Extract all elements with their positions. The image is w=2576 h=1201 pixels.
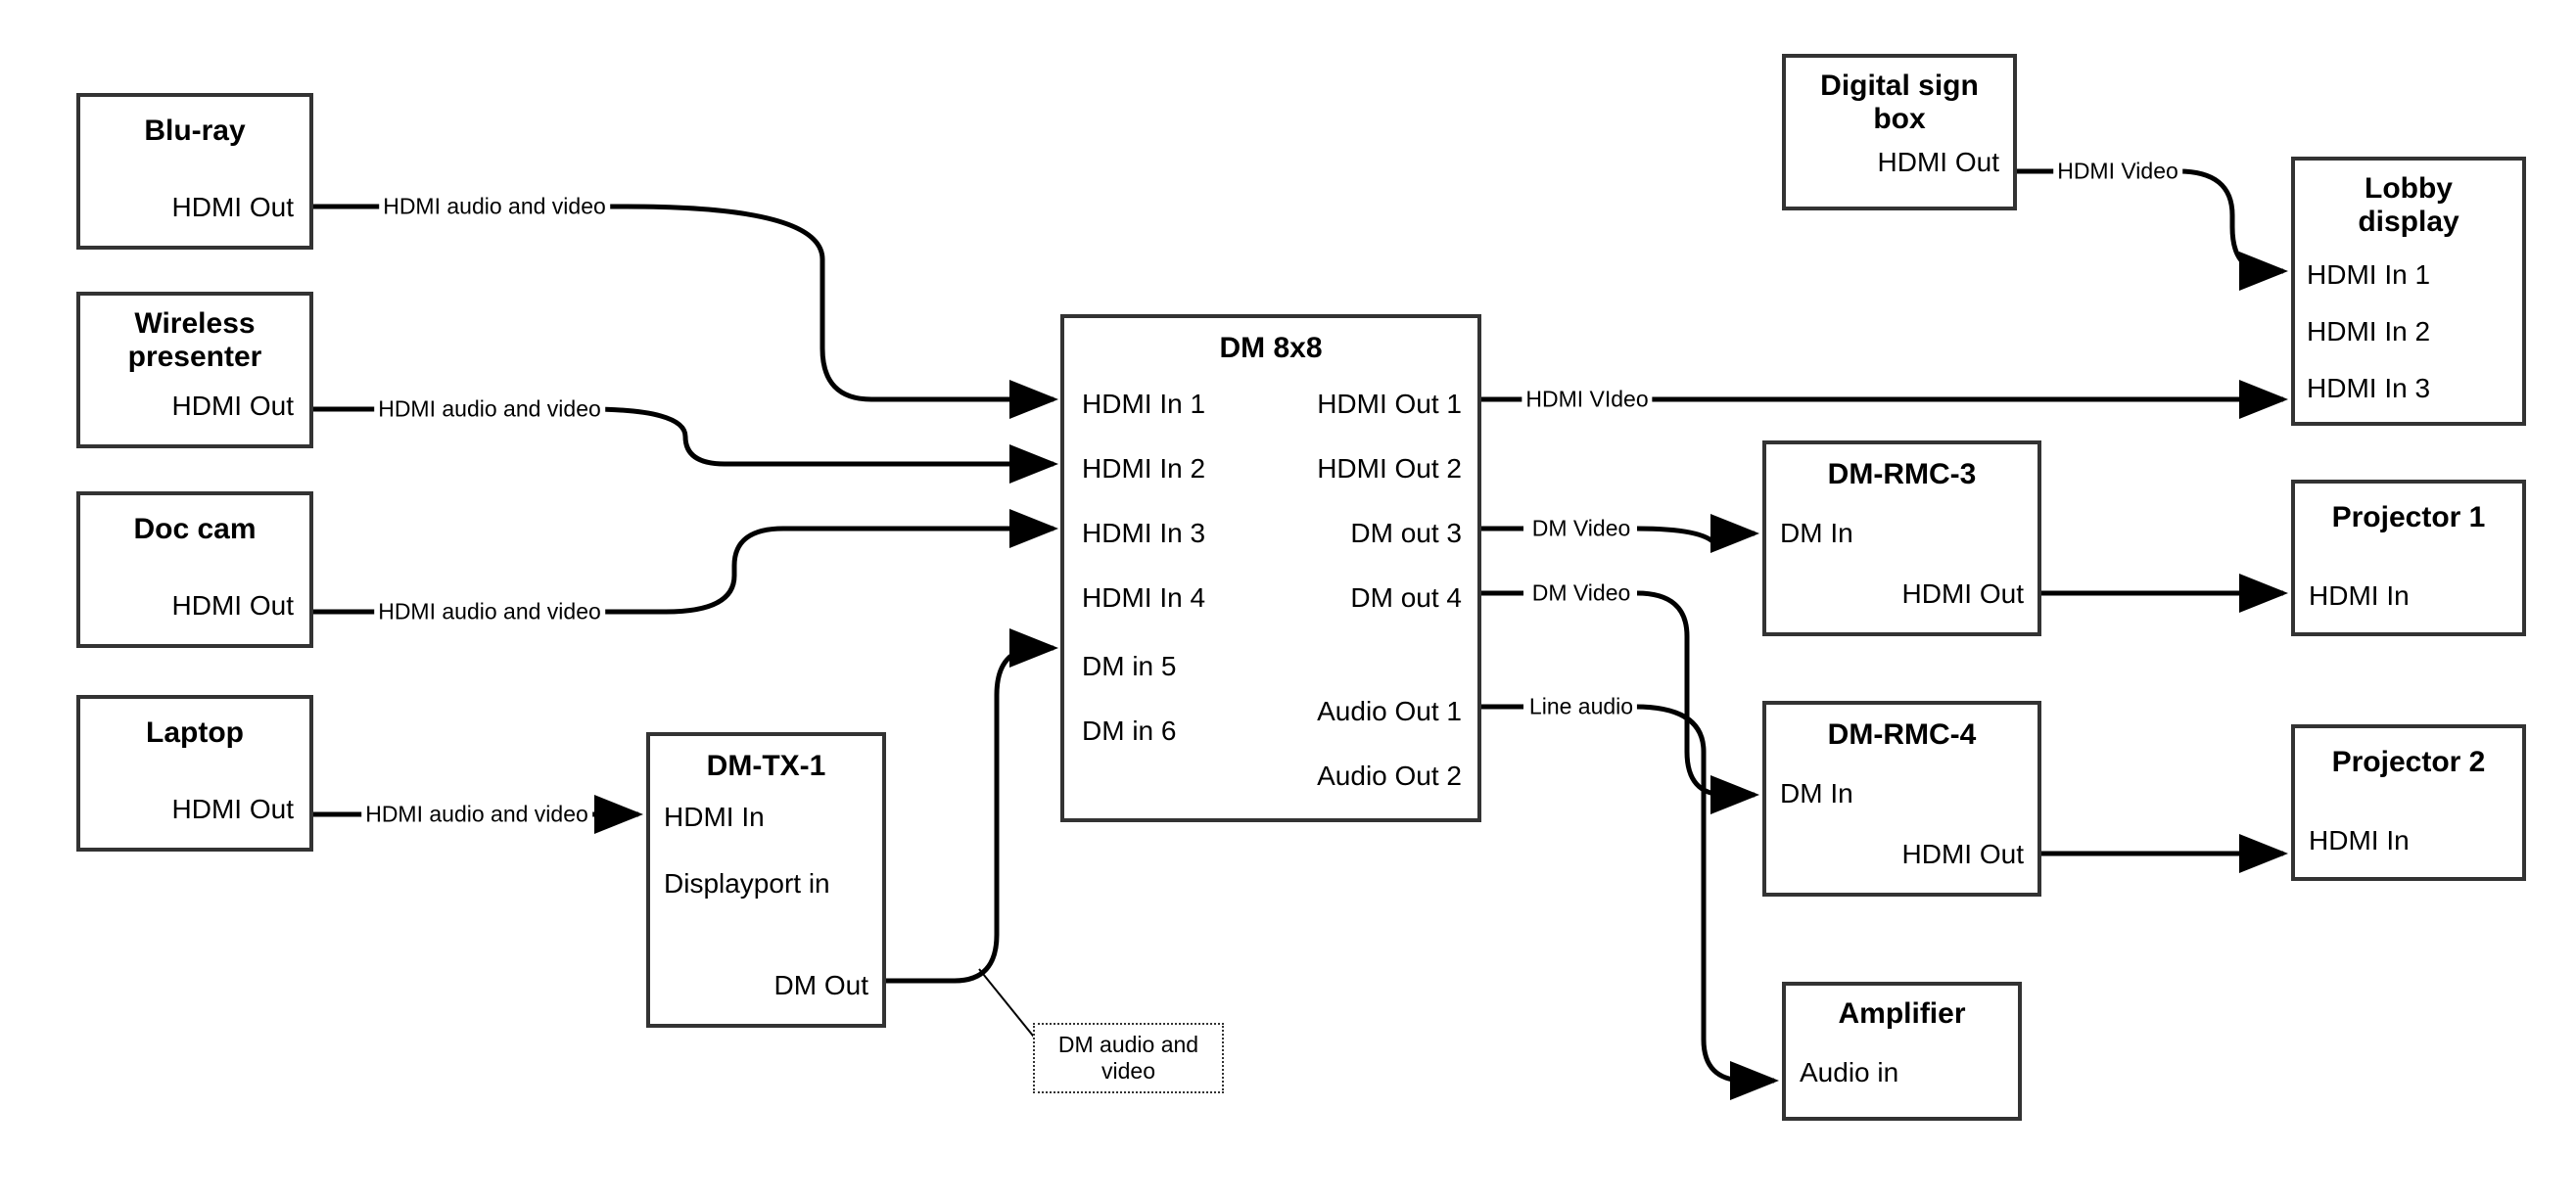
node-projector-1-title: Projector 1 [2331,501,2486,533]
node-doc-cam[interactable]: Doc cam HDMI Out [76,491,313,648]
callout-leader-line [978,968,1042,1046]
node-amplifier[interactable]: Amplifier Audio in [1782,982,2022,1121]
node-dm-rmc-4-title: DM-RMC-4 [1827,718,1977,751]
port-doccam-hdmi-out[interactable]: HDMI Out [171,590,294,621]
node-projector-2[interactable]: Projector 2 HDMI In [2291,724,2526,881]
node-dm-tx-1-title: DM-TX-1 [706,750,826,782]
port-dm8x8-dm-in-6[interactable]: DM in 6 [1082,716,1177,746]
node-bluray-title: Blu-ray [144,115,246,147]
port-dmtx1-displayport-in[interactable]: Displayport in [664,868,830,899]
node-dm-rmc-3[interactable]: DM-RMC-3 DM In HDMI Out [1762,440,2041,636]
port-dm8x8-audio-out-2[interactable]: Audio Out 2 [1317,761,1462,791]
port-rmc4-hdmi-out[interactable]: HDMI Out [1901,839,2024,869]
wire-label-c9: Line audio [1524,694,1638,719]
node-dm-rmc-4[interactable]: DM-RMC-4 DM In HDMI Out [1762,701,2041,897]
port-dm8x8-hdmi-in-2[interactable]: HDMI In 2 [1082,453,1206,484]
port-dm8x8-audio-out-1[interactable]: Audio Out 1 [1317,696,1462,726]
port-proj1-hdmi-in[interactable]: HDMI In [2309,580,2410,611]
port-bluray-hdmi-out[interactable]: HDMI Out [171,192,294,222]
port-laptop-hdmi-out[interactable]: HDMI Out [171,794,294,824]
node-lobby-display-title: Lobby display [2358,172,2459,238]
port-rmc3-hdmi-out[interactable]: HDMI Out [1901,578,2024,609]
wire-bluray-to-dm8x8 [313,204,1058,419]
node-bluray[interactable]: Blu-ray HDMI Out [76,93,313,250]
node-dm-8x8[interactable]: DM 8x8 HDMI In 1 HDMI In 2 HDMI In 3 HDM… [1060,314,1481,822]
port-dm8x8-dm-in-5[interactable]: DM in 5 [1082,651,1177,681]
port-dm8x8-hdmi-in-4[interactable]: HDMI In 4 [1082,582,1206,613]
port-wireless-hdmi-out[interactable]: HDMI Out [171,391,294,421]
port-dmtx1-hdmi-in[interactable]: HDMI In [664,802,765,832]
node-projector-1[interactable]: Projector 1 HDMI In [2291,480,2526,636]
wire-label-c8: DM Video [1527,580,1635,606]
port-dm8x8-hdmi-out-2[interactable]: HDMI Out 2 [1317,453,1462,484]
wire-label-c4: HDMI audio and video [361,802,592,827]
port-dsign-hdmi-out[interactable]: HDMI Out [1877,147,1999,177]
wire-dsign-to-lobby [2017,168,2283,271]
port-proj2-hdmi-in[interactable]: HDMI In [2309,825,2410,855]
wire-label-c6: HDMI VIdeo [1522,387,1653,412]
wire-label-c1: HDMI audio and video [379,194,610,219]
wire-label-c10: HDMI Video [2053,159,2182,184]
port-lobby-hdmi-in-1[interactable]: HDMI In 1 [2307,259,2431,290]
callout-dm-audio-and-video: DM audio and video [1033,1023,1224,1093]
node-wireless-presenter-title: Wireless presenter [127,307,262,373]
port-dmtx1-dm-out[interactable]: DM Out [773,970,868,1000]
port-rmc3-dm-in[interactable]: DM In [1780,518,1853,548]
node-dm-rmc-3-title: DM-RMC-3 [1827,458,1977,490]
node-digital-sign-box[interactable]: Digital sign box HDMI Out [1782,54,2017,210]
port-dm8x8-dm-out-3[interactable]: DM out 3 [1350,518,1462,548]
node-wireless-presenter[interactable]: Wireless presenter HDMI Out [76,292,313,448]
port-amplifier-audio-in[interactable]: Audio in [1800,1057,1899,1087]
wire-dm8x8-to-amplifier [1481,704,1774,1081]
node-laptop-title: Laptop [146,716,244,749]
wire-dmtx1-to-dm8x8 [886,628,1058,984]
port-dm8x8-hdmi-in-3[interactable]: HDMI In 3 [1082,518,1206,548]
node-laptop[interactable]: Laptop HDMI Out [76,695,313,852]
node-digital-sign-box-title: Digital sign box [1820,69,1979,135]
port-dm8x8-dm-out-4[interactable]: DM out 4 [1350,582,1462,613]
node-doc-cam-title: Doc cam [133,513,257,545]
port-lobby-hdmi-in-3[interactable]: HDMI In 3 [2307,373,2431,403]
wire-label-c2: HDMI audio and video [374,396,605,422]
port-lobby-hdmi-in-2[interactable]: HDMI In 2 [2307,316,2431,346]
port-rmc4-dm-in[interactable]: DM In [1780,778,1853,808]
port-dm8x8-hdmi-out-1[interactable]: HDMI Out 1 [1317,389,1462,419]
wire-label-c7: DM Video [1527,516,1635,541]
node-dm-8x8-title: DM 8x8 [1219,332,1323,364]
node-lobby-display[interactable]: Lobby display HDMI In 1 HDMI In 2 HDMI I… [2291,157,2526,426]
wire-label-c3: HDMI audio and video [374,599,605,624]
node-dm-tx-1[interactable]: DM-TX-1 HDMI In Displayport in DM Out [646,732,886,1028]
node-amplifier-title: Amplifier [1838,997,1966,1030]
port-dm8x8-hdmi-in-1[interactable]: HDMI In 1 [1082,389,1206,419]
node-projector-2-title: Projector 2 [2331,746,2486,778]
